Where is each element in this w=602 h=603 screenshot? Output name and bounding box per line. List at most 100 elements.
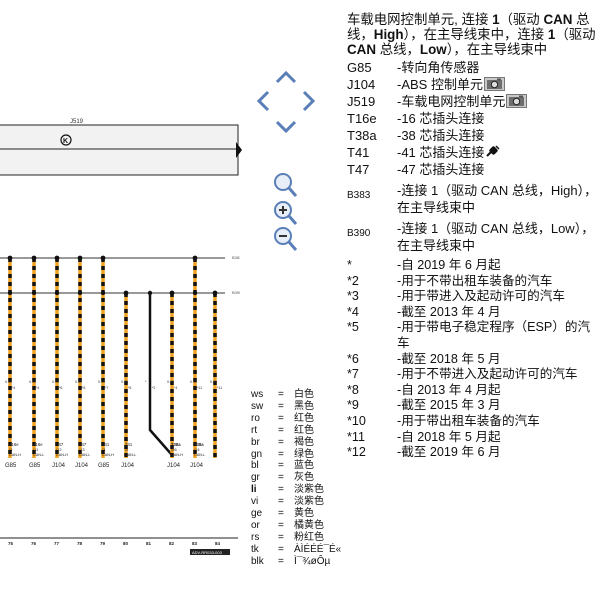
connector-bus: CAN-L <box>79 453 90 457</box>
color-code: gn <box>251 448 263 460</box>
note-row: *9-截至 2015 年 3 月 <box>347 398 599 414</box>
component-desc: -车载电网控制单元 <box>397 93 599 110</box>
color-name: 粉红色 <box>294 531 324 543</box>
chevron-right-icon <box>302 90 316 112</box>
grid-number: 82 <box>169 541 175 546</box>
color-name: ÀÌÉÉÉ¯É« <box>294 543 342 555</box>
component-desc: -41 芯插头连接 <box>397 144 599 161</box>
wire-star-label: *6 <box>59 386 62 390</box>
wiring-diagram: J519 K B383 B390 0.35*40.35*40.35*60.35*… <box>0 0 240 603</box>
wire-junction-dot <box>77 255 83 261</box>
connector-bus: CAN-L <box>125 453 136 457</box>
component-row: T38a-38 芯插头连接 <box>347 127 599 144</box>
component-desc-text: -转向角传感器 <box>397 60 480 75</box>
wire-star-label: *7 <box>105 386 108 390</box>
wire-size-label: 0.35 <box>29 380 36 384</box>
color-eq: = <box>278 508 284 520</box>
connector-code: T16e <box>9 442 19 447</box>
component-desc-text: -连接 1（驱动 CAN 总线，Low），在主导线束中 <box>397 221 595 253</box>
intro-seg: （驱动 <box>555 27 596 42</box>
wire-size-label: 0.35 <box>167 380 174 384</box>
zoom-out-icon <box>274 227 298 251</box>
component-desc-text: -连接 1（驱动 CAN 总线，High），在主导线束中 <box>397 183 598 215</box>
intro-seg: Low <box>419 42 447 57</box>
color-name: 蓝色 <box>294 460 314 472</box>
wire-star-label: *4 <box>36 386 39 390</box>
grid-number: 78 <box>77 541 83 546</box>
connector-code: T41 <box>102 442 110 447</box>
note-code: * <box>347 258 352 272</box>
intro-seg: （驱动 <box>499 12 544 27</box>
zoom-in-button[interactable] <box>270 198 300 228</box>
component-code: G85 <box>347 60 372 75</box>
color-row: gn=绿色 <box>251 449 341 461</box>
color-row: vi=淡紫色 <box>251 496 341 508</box>
color-row: rs=粉红色 <box>251 532 341 544</box>
note-code: *10 <box>347 413 366 428</box>
note-row: *3-用于带进入及起动许可的汽车 <box>347 289 599 305</box>
ground-symbol-icon <box>60 134 72 146</box>
zoom-reset-button[interactable] <box>270 170 300 200</box>
wire-star-label: *4 <box>174 386 177 390</box>
wire-junction-dot <box>100 290 106 296</box>
color-code: vi <box>251 496 259 508</box>
connector-code: T47 <box>79 442 87 447</box>
connector-pin: /12 <box>56 447 62 452</box>
component-code: J104 <box>347 77 376 92</box>
color-row: gr=灰色 <box>251 472 341 484</box>
pan-down-button[interactable] <box>271 112 301 142</box>
color-row: li=淡紫色 <box>251 484 341 496</box>
legend-panel: 车载电网控制单元, 连接 1（驱动 CAN 总线，High），在主导线束中，连接… <box>347 12 599 461</box>
bus-label-b390: B390 <box>232 290 240 295</box>
component-code: B390 <box>347 228 371 239</box>
intro-seg: ），在主导线束中 <box>446 42 548 57</box>
camera-icon[interactable] <box>483 77 505 91</box>
zoom-out-button[interactable] <box>270 224 300 254</box>
component-desc: -转向角传感器 <box>397 59 599 76</box>
color-name: 黄色 <box>294 508 314 520</box>
wire-size-label: 0.35 <box>5 380 12 384</box>
color-eq: = <box>278 436 284 448</box>
pan-right-button[interactable] <box>294 86 324 116</box>
pan-up-button[interactable] <box>271 62 301 92</box>
connector-bus: CAN-L <box>194 453 205 457</box>
intro-seg: 1 <box>492 12 500 27</box>
grid-number: 80 <box>123 541 129 546</box>
wire-star-label: *8 <box>128 386 131 390</box>
connector-code: T41 <box>125 442 133 447</box>
wire-size-label: * <box>145 380 147 384</box>
wire-junction-dot <box>192 255 198 261</box>
bus-label-b383: B383 <box>232 255 240 260</box>
connector-plug-icon[interactable] <box>485 145 500 158</box>
color-eq: = <box>278 460 284 472</box>
expand-arrow-icon[interactable] <box>235 140 243 160</box>
connector-component: J104 <box>75 463 89 469</box>
camera-icon[interactable] <box>506 94 528 108</box>
wire-junction-dot <box>31 255 37 261</box>
color-eq: = <box>278 519 284 531</box>
wire-junction-dot <box>212 290 218 296</box>
connector-component: J104 <box>167 463 181 469</box>
color-name: Ì¯¾øÔµ <box>294 555 331 567</box>
component-desc-text: -41 芯插头连接 <box>397 145 485 160</box>
note-row: *12-截至 2019 年 6 月 <box>347 445 599 461</box>
connector-component: J104 <box>121 463 135 469</box>
connector-component: G85 <box>29 463 41 469</box>
wire-star-label: *11 <box>217 386 222 390</box>
wire-star-label: *4 <box>12 386 15 390</box>
note-list: *-自 2019 年 6 月起*2-用于不带出租车装备的汽车*3-用于带进入及起… <box>347 258 599 461</box>
component-desc-text: -车载电网控制单元 <box>397 94 506 109</box>
component-desc: -38 芯插头连接 <box>397 127 599 144</box>
component-code: J519 <box>347 94 376 109</box>
j519-label: J519 <box>70 119 84 125</box>
grid-number: 75 <box>8 541 14 546</box>
intro-seg: CAN <box>347 42 377 57</box>
color-name: 红色 <box>294 412 314 424</box>
zoom-in-icon <box>274 201 298 225</box>
wire-junction-dot <box>192 290 198 296</box>
wire-black <box>148 293 174 458</box>
connector-bus: CAN-H <box>56 453 68 457</box>
connector-pin: /14 <box>194 447 200 452</box>
pan-left-button[interactable] <box>248 86 278 116</box>
